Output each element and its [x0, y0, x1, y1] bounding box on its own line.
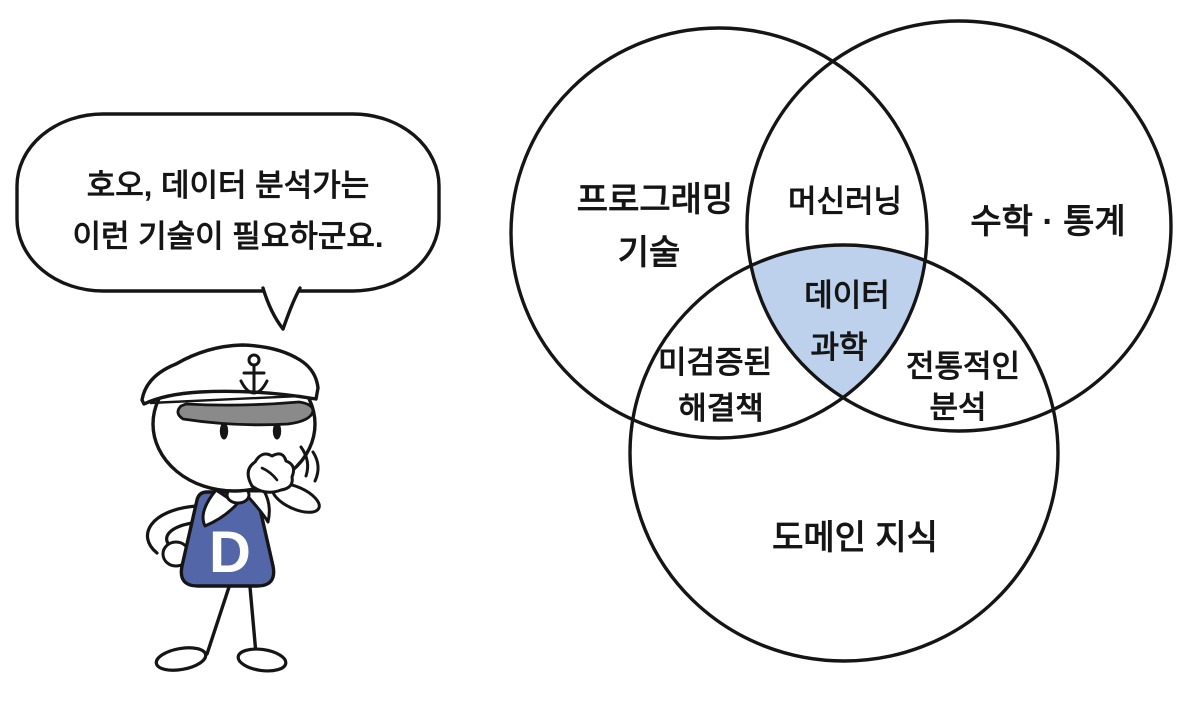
venn-label-unverified-line1: 미검증된	[658, 345, 772, 380]
hat-seam	[149, 394, 301, 405]
venn-circle-math-stats	[745, 19, 1173, 433]
foot-left	[154, 646, 208, 672]
venn-label-unverified-line2: 해결책	[678, 391, 764, 426]
venn-circle-programming	[509, 26, 929, 440]
leg-left	[205, 585, 231, 656]
hand-chin-finger	[260, 466, 279, 482]
scarf-right	[241, 489, 271, 524]
eye-right	[272, 422, 282, 440]
anchor-icon	[239, 353, 269, 395]
motion-lines	[299, 445, 320, 483]
venn-label-traditional-line1: 전통적인	[906, 349, 1020, 384]
leg-right	[248, 585, 258, 656]
venn-circle-domain	[628, 243, 1060, 663]
foot-right	[236, 647, 288, 673]
venn-label-data-science-line1: 데이터	[804, 278, 890, 313]
venn-label-machine-learning: 머신러닝	[788, 184, 902, 219]
speech-bubble-line1: 호오, 데이터 분석가는	[87, 168, 370, 203]
captain-hat-crown	[140, 343, 320, 406]
speech-tail-fill	[263, 283, 300, 329]
eye-left	[219, 422, 229, 440]
venn-label-programming-line1: 프로그래밍	[577, 181, 733, 219]
venn-label-domain: 도메인 지식	[772, 519, 938, 557]
speech-bubble	[15, 112, 441, 293]
venn-label-traditional-line2: 분석	[929, 390, 986, 425]
venn-label-programming-line2: 기술	[618, 234, 681, 272]
venn-label-data-science-line2: 과학	[810, 330, 867, 365]
vest-badge-letter: D	[209, 520, 251, 585]
speech-bubble-line2: 이런 기술이 필요하군요.	[72, 219, 383, 254]
hat-visor	[176, 400, 315, 427]
venn-center-region	[751, 245, 925, 399]
speech-tail	[261, 286, 302, 331]
venn-label-math-stats: 수학 · 통계	[970, 203, 1125, 241]
